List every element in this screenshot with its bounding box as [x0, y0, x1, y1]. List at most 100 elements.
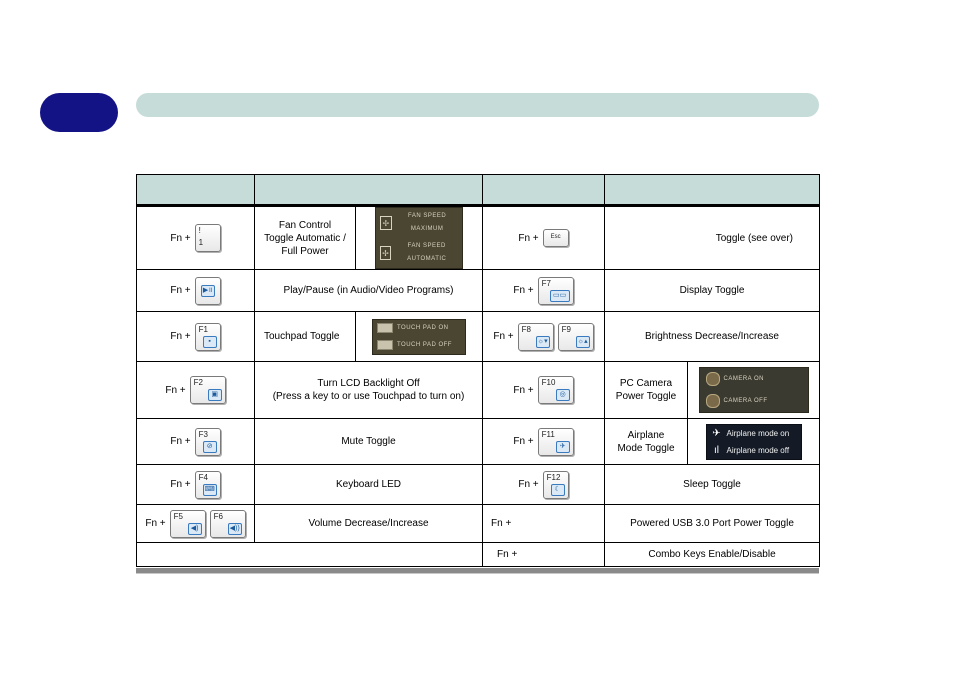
- key-f1: F1▪: [194, 322, 221, 351]
- header-cell: [136, 174, 255, 207]
- key-label: F8: [521, 324, 531, 334]
- key-f8: F8 ☼▾: [517, 322, 554, 351]
- fn-label: Fn +: [170, 232, 191, 244]
- table-row: Fn + F4⌨ Keyboard LED Fn + F12☾ Sleep To…: [136, 464, 820, 505]
- table-row: Fn + F2▣ Turn LCD Backlight Off (Press a…: [136, 361, 820, 419]
- key-label: F2: [193, 378, 203, 387]
- key-f11: F11✈: [537, 427, 574, 456]
- camera-icon: [705, 394, 720, 408]
- key-label: F11: [541, 429, 555, 439]
- sleep-icon: ☾: [550, 483, 565, 496]
- brightness-up-icon: ☼▴: [575, 335, 590, 348]
- volume-down-icon: ◀): [187, 522, 202, 535]
- key-esc: Esc: [542, 229, 569, 247]
- key-f10: F10◎: [537, 376, 574, 404]
- display-icon: ▭▭: [549, 289, 570, 302]
- key-label: !: [198, 226, 201, 235]
- brightness-down-icon: ☼▾: [535, 335, 550, 348]
- function-keys-table: Fn + !1 Fan Control Toggle Automatic / F…: [136, 174, 820, 567]
- mute-toggle-text: Mute Toggle: [254, 418, 483, 465]
- sleep-toggle-text: Sleep Toggle: [604, 464, 820, 505]
- key-label: F4: [198, 472, 208, 482]
- footer-rule: [136, 568, 819, 573]
- fan-control-text: Fan Control Toggle Automatic / Full Powe…: [254, 205, 356, 270]
- footer-rule-light: [136, 573, 819, 574]
- fn-label: Fn +: [170, 285, 191, 296]
- table-row: Fn + F5◀) F6 ◀)) Volume Decrease/Increase…: [136, 504, 820, 543]
- signal-icon: ıl: [714, 444, 719, 456]
- osd-label: Airplane mode off: [726, 445, 790, 455]
- osd-label: CAMERA OFF: [723, 397, 768, 404]
- toggle-text: Toggle (see over): [604, 205, 820, 270]
- mute-icon: ⊘: [202, 440, 217, 453]
- table-row: Fn + !1 Fan Control Toggle Automatic / F…: [136, 205, 820, 270]
- play-pause-text: Play/Pause (in Audio/Video Programs): [254, 269, 483, 312]
- fn-label: Fn +: [513, 285, 534, 296]
- key-f12: F12☾: [542, 470, 569, 499]
- camera-osd: CAMERA ON CAMERA OFF: [698, 367, 809, 413]
- key-label: 1: [198, 238, 204, 247]
- header-cell: [254, 174, 483, 207]
- osd-label: TOUCH PAD OFF: [397, 341, 452, 348]
- key-play-pause: ▶॥: [194, 276, 221, 305]
- key-f6: F6 ◀)): [209, 509, 246, 538]
- fn-label: Fn +: [165, 384, 186, 396]
- usb-toggle-text: Powered USB 3.0 Port Power Toggle: [604, 504, 820, 543]
- camera-toggle-text: PC Camera Power Toggle: [604, 361, 688, 419]
- fn-label: Fn +: [145, 518, 166, 529]
- fn-label: Fn +: [497, 549, 518, 560]
- camera-icon: ◎: [555, 389, 570, 401]
- keyboard-led-icon: ⌨: [202, 483, 217, 496]
- volume-text: Volume Decrease/Increase: [254, 504, 483, 543]
- fn-label: Fn +: [170, 331, 191, 342]
- fan-icon: ✢: [380, 216, 393, 230]
- fn-label: Fn +: [491, 518, 512, 529]
- display-toggle-text: Display Toggle: [604, 269, 820, 312]
- fan-icon: ✢: [380, 246, 392, 260]
- fn-label: Fn +: [513, 384, 534, 396]
- lcd-off-icon: ▣: [207, 389, 222, 401]
- chapter-tab: [40, 93, 118, 132]
- touchpad-toggle-text: Touchpad Toggle: [254, 311, 356, 362]
- fn-label: Fn +: [513, 436, 534, 447]
- airplane-osd: ✈ Airplane mode on ıl Airplane mode off: [705, 423, 802, 460]
- touchpad-icon: ▪: [202, 335, 217, 348]
- key-f3: F3⊘: [194, 427, 221, 456]
- key-f9: F9 ☼▴: [557, 322, 594, 351]
- osd-label: FAN SPEED MAXIMUM: [408, 213, 447, 232]
- fn-label: Fn +: [493, 331, 514, 342]
- touchpad-icon: [377, 323, 393, 333]
- table-row: Fn + F1▪ Touchpad Toggle TOUCH PAD ON TO…: [136, 311, 820, 362]
- empty-cell: [136, 542, 483, 567]
- airplane-icon: ✈: [555, 440, 570, 453]
- fn-label: Fn +: [518, 232, 539, 244]
- osd-label: Airplane mode on: [726, 428, 790, 438]
- key-label: F3: [198, 429, 208, 439]
- fan-speed-osd: ✢FAN SPEED MAXIMUM ✢FAN SPEED AUTOMATIC: [375, 207, 463, 269]
- key-f5: F5◀): [169, 509, 206, 538]
- volume-up-icon: ◀)): [227, 522, 242, 535]
- fn-label: Fn +: [170, 479, 191, 490]
- key-label: F12: [546, 472, 561, 482]
- fn-label: Fn +: [170, 436, 191, 447]
- airplane-icon: ✈: [712, 427, 721, 439]
- camera-icon: [705, 372, 720, 386]
- key-label: F6: [213, 511, 223, 521]
- table-row: Fn + ▶॥ Play/Pause (in Audio/Video Progr…: [136, 269, 820, 312]
- airplane-toggle-text: Airplane Mode Toggle: [604, 418, 688, 465]
- header-bar: [136, 93, 819, 117]
- key-f4: F4⌨: [194, 470, 221, 499]
- touchpad-osd: TOUCH PAD ON TOUCH PAD OFF: [372, 318, 466, 355]
- play-pause-icon: ▶॥: [200, 284, 215, 297]
- keyboard-led-text: Keyboard LED: [254, 464, 483, 505]
- table-row: Fn + Combo Keys Enable/Disable: [136, 542, 820, 567]
- key-label: F9: [561, 324, 571, 334]
- osd-label: TOUCH PAD ON: [397, 324, 449, 331]
- key-1: !1: [194, 224, 221, 252]
- key-f2: F2 ▣: [189, 376, 226, 404]
- key-label: F7: [541, 278, 551, 288]
- key-label: F1: [198, 324, 208, 334]
- touchpad-icon: [377, 340, 393, 350]
- table-header-row: [136, 174, 820, 207]
- header-cell: [604, 174, 820, 207]
